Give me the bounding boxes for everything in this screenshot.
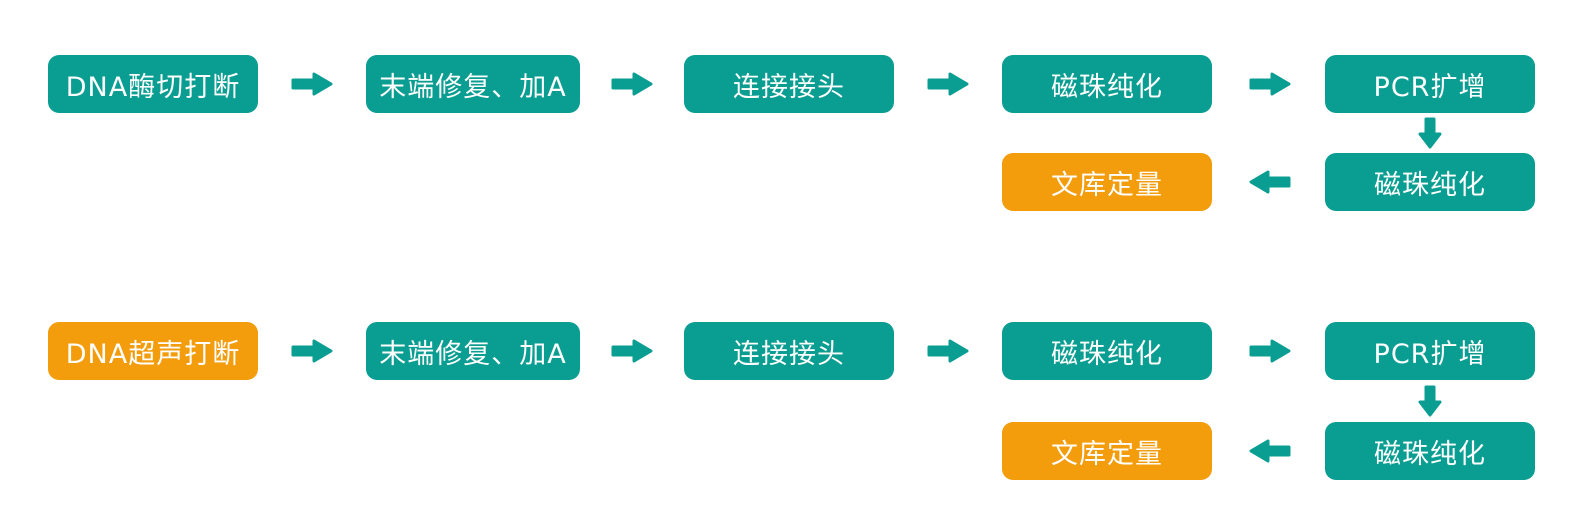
arrow-left-icon bbox=[1249, 170, 1291, 194]
flow2-step-bead-purification-1: 磁珠纯化 bbox=[1002, 322, 1212, 380]
flow2-step-pcr-amplification: PCR扩增 bbox=[1325, 322, 1535, 380]
flow1-step-library-quantification: 文库定量 bbox=[1002, 153, 1212, 211]
flow2-step-adapter-ligation: 连接接头 bbox=[684, 322, 894, 380]
flow2-step-dna-sonication-fragmentation: DNA超声打断 bbox=[48, 322, 258, 380]
arrow-left-icon bbox=[1249, 439, 1291, 463]
flow2-step-bead-purification-2: 磁珠纯化 bbox=[1325, 422, 1535, 480]
arrow-right-icon bbox=[927, 72, 969, 96]
flow1-step-pcr-amplification: PCR扩增 bbox=[1325, 55, 1535, 113]
flow1-step-bead-purification-1: 磁珠纯化 bbox=[1002, 55, 1212, 113]
flow1-step-adapter-ligation: 连接接头 bbox=[684, 55, 894, 113]
arrow-right-icon bbox=[1249, 72, 1291, 96]
flow1-step-end-repair-a-tailing: 末端修复、加A bbox=[366, 55, 580, 113]
arrow-right-icon bbox=[611, 72, 653, 96]
arrow-right-icon bbox=[611, 339, 653, 363]
flow1-step-dna-enzyme-fragmentation: DNA酶切打断 bbox=[48, 55, 258, 113]
arrow-right-icon bbox=[291, 72, 333, 96]
arrow-right-icon bbox=[927, 339, 969, 363]
flow2-step-library-quantification: 文库定量 bbox=[1002, 422, 1212, 480]
flow2-step-end-repair-a-tailing: 末端修复、加A bbox=[366, 322, 580, 380]
arrow-down-icon bbox=[1417, 117, 1443, 149]
arrow-right-icon bbox=[291, 339, 333, 363]
flow1-step-bead-purification-2: 磁珠纯化 bbox=[1325, 153, 1535, 211]
arrow-down-icon bbox=[1417, 385, 1443, 417]
arrow-right-icon bbox=[1249, 339, 1291, 363]
